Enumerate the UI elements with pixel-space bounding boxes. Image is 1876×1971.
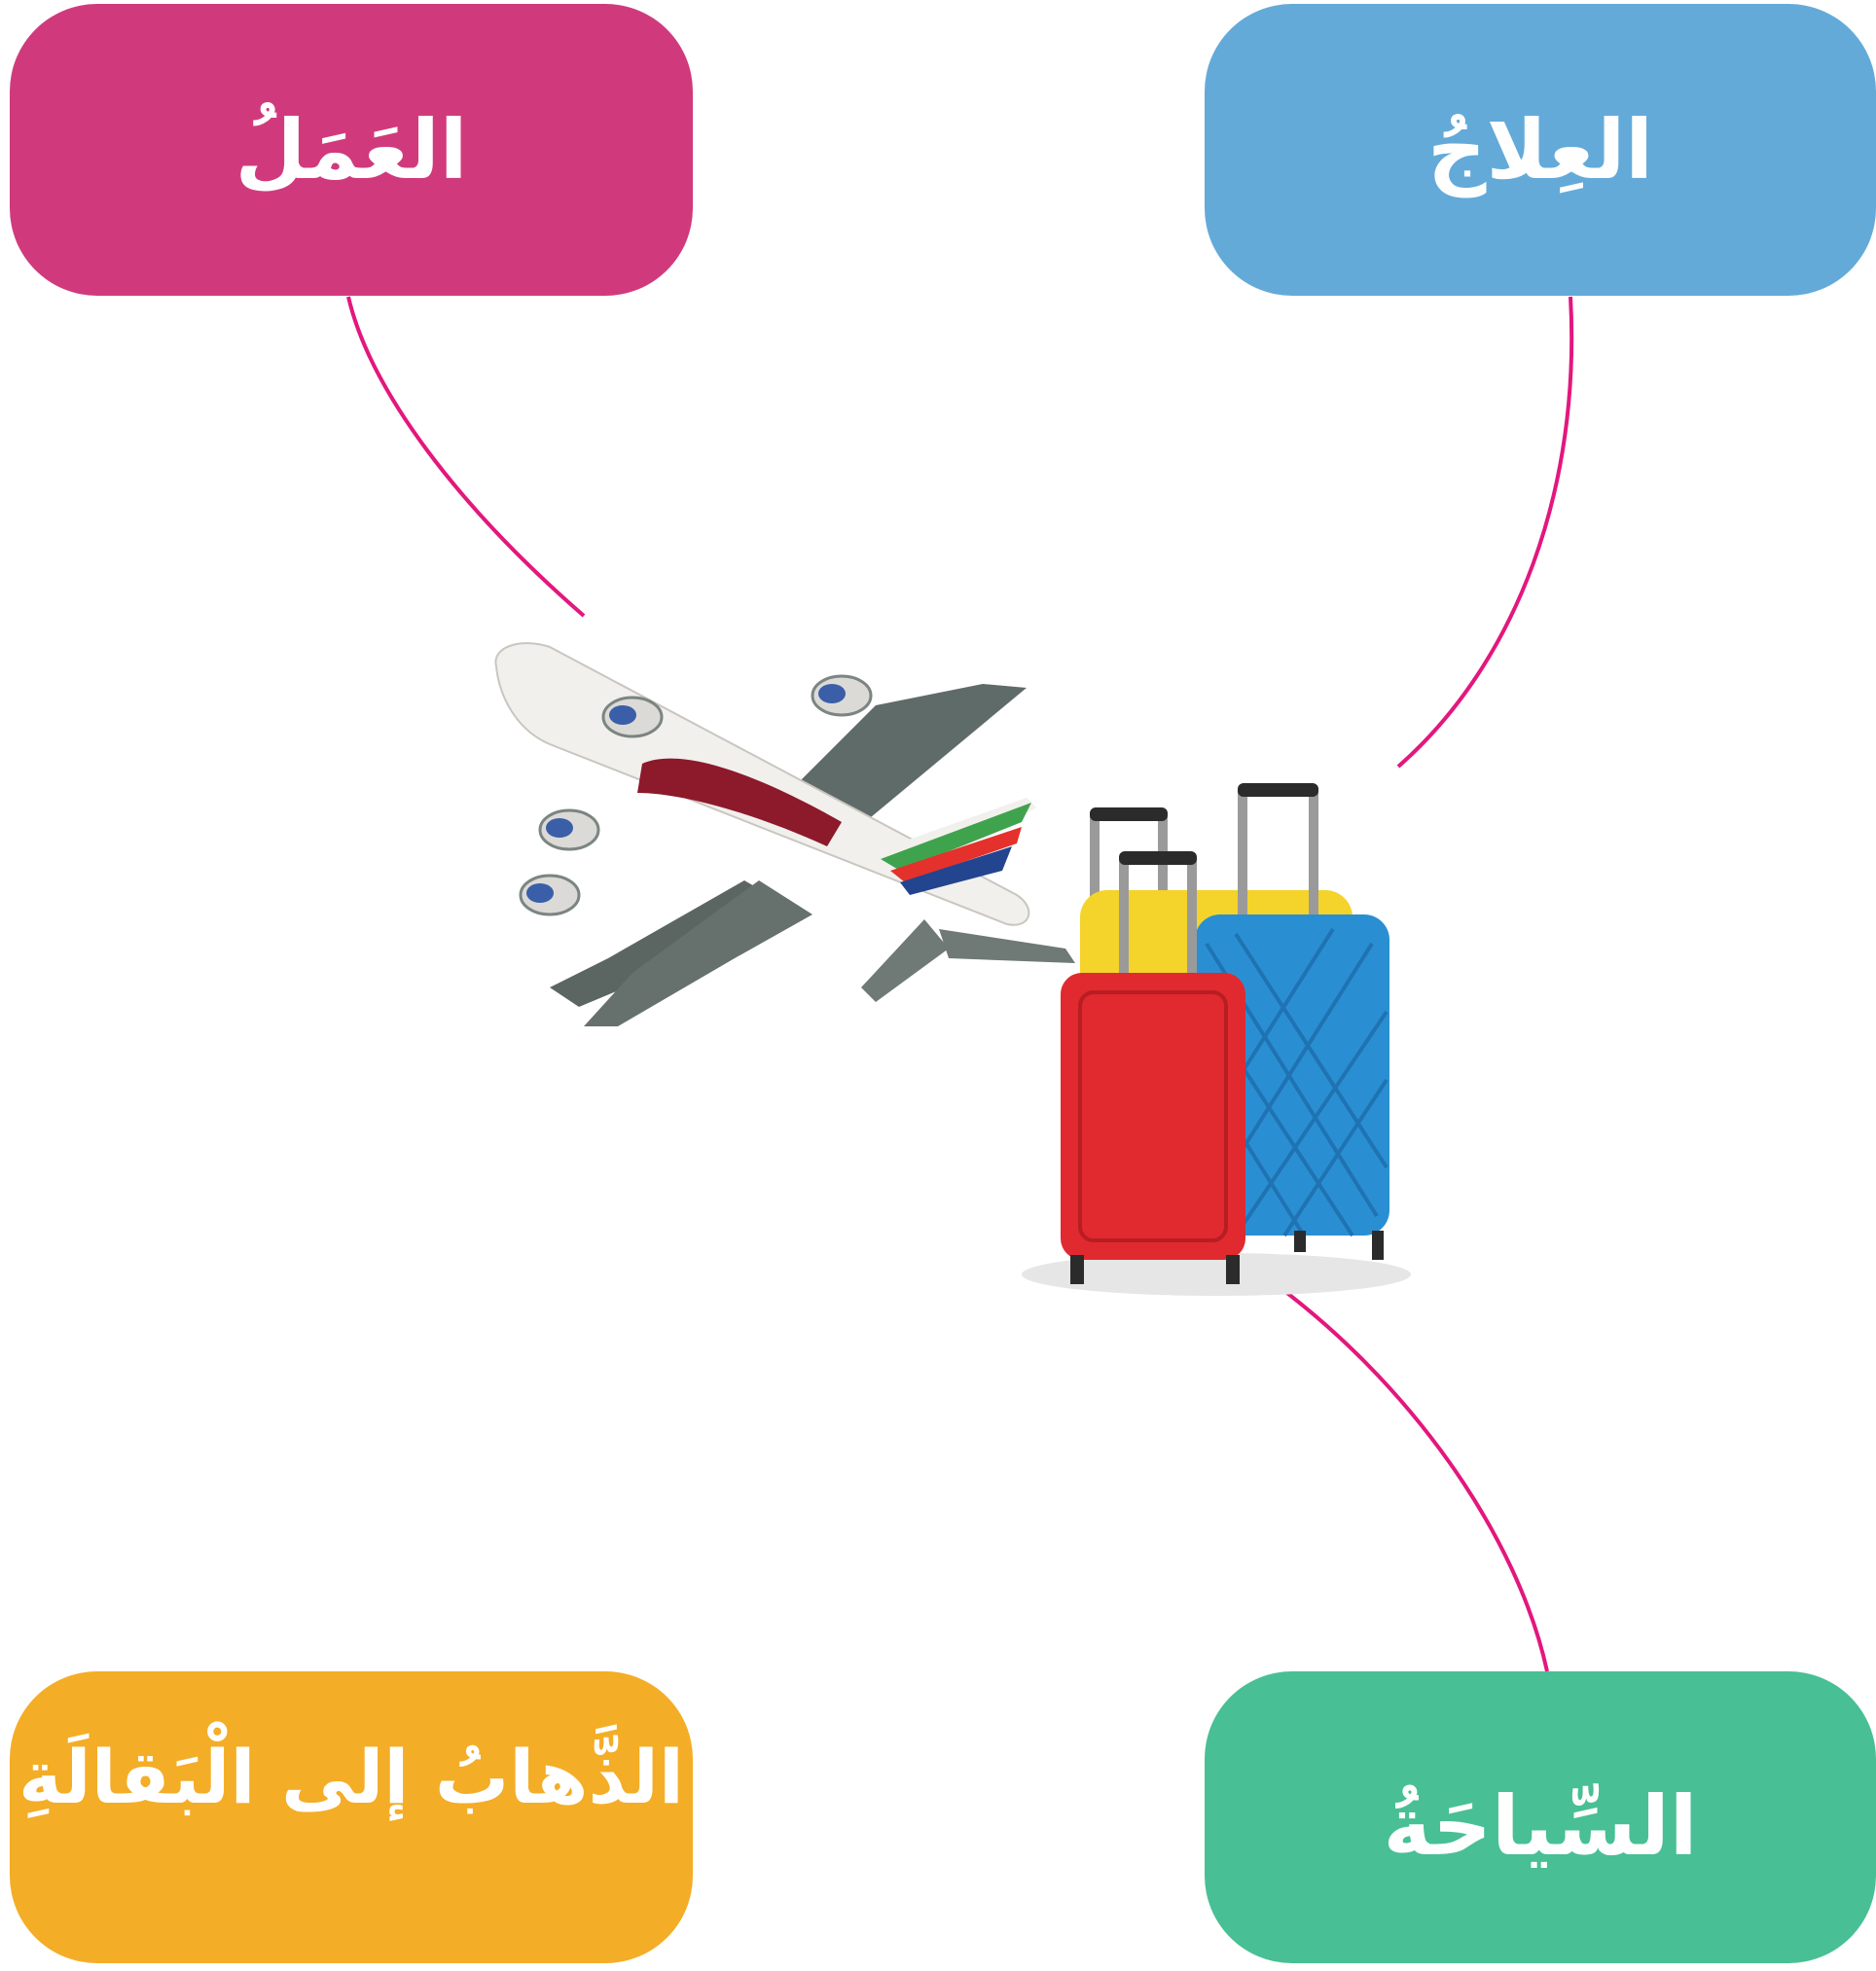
connector-tourism xyxy=(1263,1274,1549,1672)
luggage-icon xyxy=(1022,783,1411,1296)
category-treatment-box: العِلاجُ xyxy=(1205,4,1876,296)
connector-treatment xyxy=(1396,296,1574,769)
category-tourism-box: السِّياحَةُ xyxy=(1205,1671,1876,1963)
category-grocery-label: الذَّهابُ إلى الْبَقالَةِ xyxy=(18,1734,684,1820)
category-treatment-label: العِلاجُ xyxy=(1426,102,1654,197)
category-work-box: العَمَلُ xyxy=(10,4,693,296)
airplane-icon xyxy=(494,642,1075,1026)
category-grocery-box: الذَّهابُ إلى الْبَقالَةِ xyxy=(10,1671,693,1963)
connector-work xyxy=(346,296,586,618)
category-work-label: العَمَلُ xyxy=(234,102,468,197)
category-tourism-label: السِّياحَةُ xyxy=(1383,1778,1698,1874)
